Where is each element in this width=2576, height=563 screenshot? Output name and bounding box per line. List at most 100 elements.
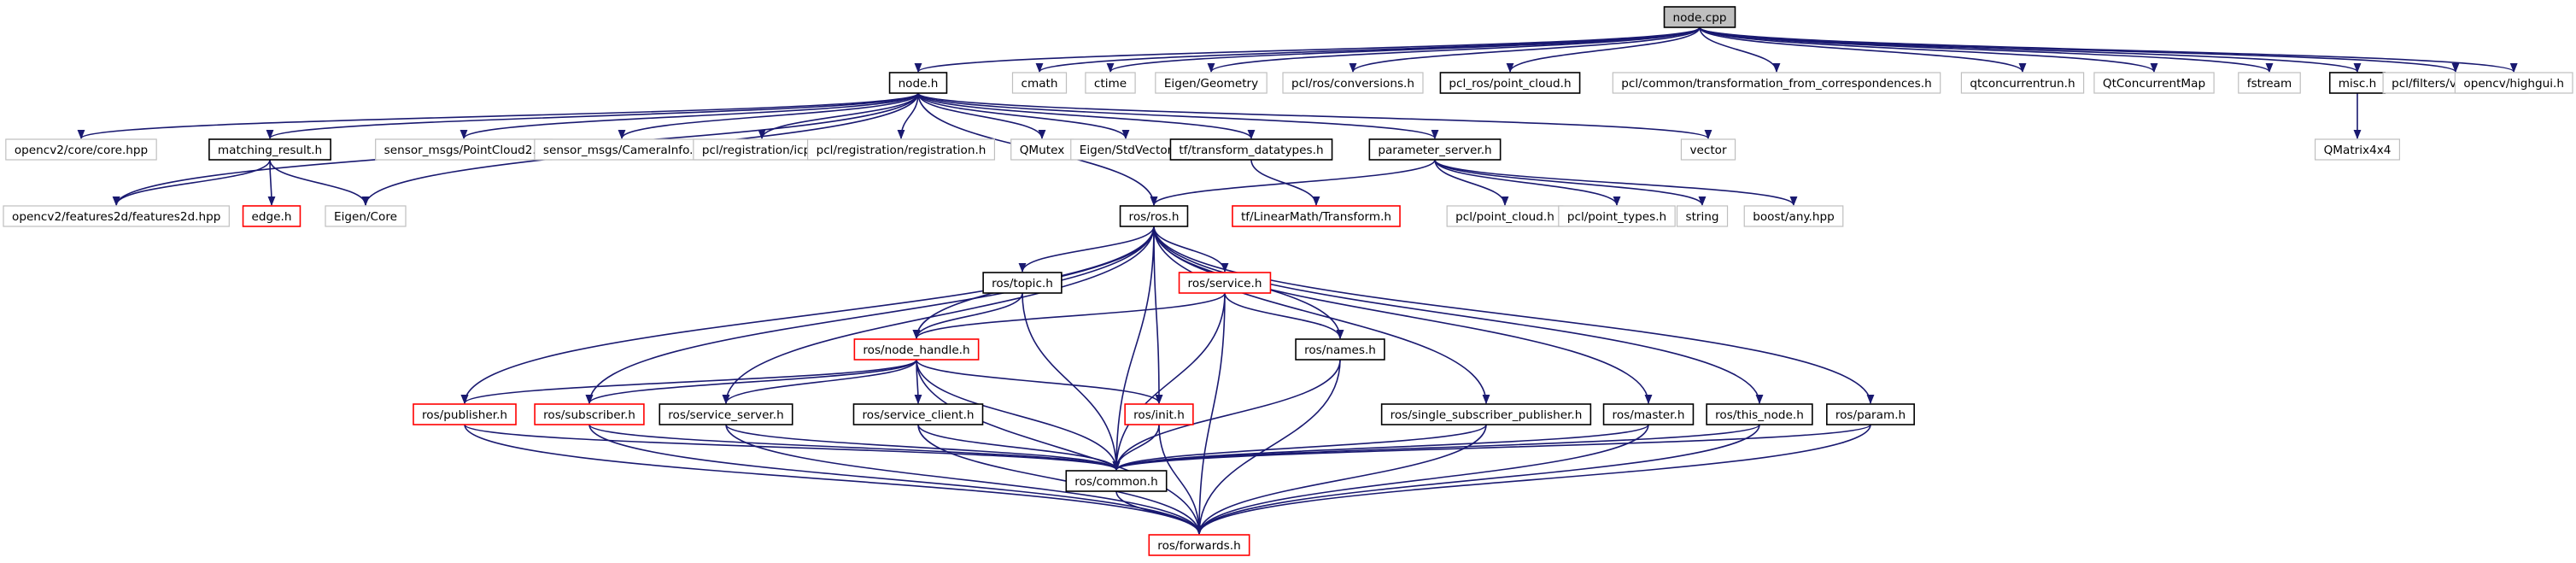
edge-ros-ros-to-ros-topic — [1018, 226, 1155, 273]
node-label: sensor_msgs/PointCloud2.h — [384, 144, 544, 157]
node-node-cpp[interactable]: node.cpp — [1663, 6, 1736, 28]
edge-ros-node-handle-to-ros-service-server — [722, 359, 917, 405]
node-box — [1119, 205, 1189, 227]
node-label: ros/this_node.h — [1715, 408, 1804, 422]
edge-parameter-server-to-ros-ros — [1150, 159, 1436, 207]
node-eigen-stdvector[interactable]: Eigen/StdVector — [1070, 138, 1181, 161]
node-label: opencv2/features2d/features2d.hpp — [12, 210, 220, 224]
edge-parameter-server-to-pcl-point-types — [1434, 159, 1621, 207]
node-box — [982, 272, 1063, 294]
edge-node-cpp-to-cmath — [1035, 26, 1701, 73]
edge-node-h-to-pcl-registration — [897, 92, 919, 140]
node-ros-names[interactable]: ros/names.h — [1295, 338, 1385, 361]
edge-ros-ros-to-ros-common — [1112, 226, 1155, 472]
node-sensor-pc2[interactable]: sensor_msgs/PointCloud2.h — [375, 138, 553, 161]
node-ros-common[interactable]: ros/common.h — [1065, 470, 1168, 492]
node-ros-ssp[interactable]: ros/single_subscriber_publisher.h — [1380, 403, 1592, 425]
node-box — [208, 138, 331, 161]
edge-ros-ros-to-ros-service — [1153, 226, 1229, 273]
node-pcl-common-tfc[interactable]: pcl/common/transformation_from_correspon… — [1612, 72, 1941, 94]
edge-ros-ssp-to-ros-forwards — [1195, 424, 1487, 536]
edge-ros-publisher-to-ros-forwards — [464, 424, 1203, 536]
edge-ros-ros-to-ros-service-server — [722, 226, 1155, 405]
node-cmath[interactable]: cmath — [1011, 72, 1068, 94]
node-qtconcurrentmap[interactable]: QtConcurrentMap — [2093, 72, 2215, 94]
node-misc-h[interactable]: misc.h — [2328, 72, 2386, 94]
node-sensor-caminfo[interactable]: sensor_msgs/CameraInfo.h — [534, 138, 710, 161]
node-pcl-ros-conversions[interactable]: pcl/ros/conversions.h — [1282, 72, 1424, 94]
node-edge-h[interactable]: edge.h — [242, 205, 302, 227]
node-box — [1676, 205, 1729, 227]
node-label: pcl/point_types.h — [1567, 210, 1666, 224]
node-label: tf/LinearMath/Transform.h — [1241, 210, 1391, 224]
node-qmatrix4x4[interactable]: QMatrix4x4 — [2314, 138, 2401, 161]
node-pcl-registration[interactable]: pcl/registration/registration.h — [806, 138, 996, 161]
node-label: Eigen/Geometry — [1164, 77, 1258, 91]
node-pcl-ros-point-cloud[interactable]: pcl_ros/point_cloud.h — [1439, 72, 1581, 94]
edge-ros-ros-to-ros-this-node — [1153, 226, 1764, 405]
node-qmutex[interactable]: QMutex — [1010, 138, 1074, 161]
edge-parameter-server-to-pcl-point-cloud — [1434, 159, 1509, 207]
node-label: pcl/registration/registration.h — [817, 144, 986, 157]
edge-ros-master-to-ros-common — [1112, 424, 1649, 472]
node-pcl-point-cloud[interactable]: pcl/point_cloud.h — [1446, 205, 1564, 227]
node-ros-service-server[interactable]: ros/service_server.h — [659, 403, 793, 425]
node-pcl-point-types[interactable]: pcl/point_types.h — [1558, 205, 1676, 227]
edge-parameter-server-to-string — [1434, 159, 1707, 207]
node-opencv2-features2d[interactable]: opencv2/features2d/features2d.hpp — [3, 205, 230, 227]
edge-node-h-to-sensor-caminfo — [618, 92, 919, 140]
node-box — [1612, 72, 1941, 94]
node-ros-forwards[interactable]: ros/forwards.h — [1148, 534, 1250, 556]
node-ros-master[interactable]: ros/master.h — [1602, 403, 1695, 425]
node-label: ros/common.h — [1074, 475, 1157, 489]
edge-ros-service-to-ros-common — [1112, 292, 1226, 472]
node-string[interactable]: string — [1676, 205, 1729, 227]
node-label: Eigen/StdVector — [1080, 144, 1173, 157]
node-ros-init[interactable]: ros/init.h — [1124, 403, 1194, 425]
edge-node-cpp-to-pcl-ros-point-cloud — [1506, 26, 1701, 73]
node-ros-param[interactable]: ros/param.h — [1826, 403, 1915, 425]
node-ros-topic[interactable]: ros/topic.h — [982, 272, 1063, 294]
node-label: ros/node_handle.h — [863, 343, 969, 357]
node-node-h[interactable]: node.h — [888, 72, 948, 94]
edge-ros-ros-to-ros-init — [1153, 226, 1163, 405]
node-ros-service-client[interactable]: ros/service_client.h — [852, 403, 984, 425]
node-vector[interactable]: vector — [1680, 138, 1736, 161]
node-box — [853, 338, 980, 361]
node-label: cmath — [1022, 77, 1058, 91]
node-ros-node-handle[interactable]: ros/node_handle.h — [853, 338, 980, 361]
node-ctime[interactable]: ctime — [1085, 72, 1136, 94]
node-ros-this-node[interactable]: ros/this_node.h — [1706, 403, 1813, 425]
edge-ros-node-handle-to-ros-publisher — [460, 359, 917, 405]
node-eigen-core[interactable]: Eigen/Core — [325, 205, 407, 227]
edge-ros-service-server-to-ros-common — [725, 424, 1121, 472]
edge-node-cpp-to-qtconcurrentrun — [1699, 26, 2027, 73]
node-eigen-geometry[interactable]: Eigen/Geometry — [1155, 72, 1268, 94]
node-label: vector — [1689, 144, 1727, 157]
node-boost-any[interactable]: boost/any.hpp — [1743, 205, 1844, 227]
node-opencv2-core[interactable]: opencv2/core/core.hpp — [5, 138, 157, 161]
node-ros-service[interactable]: ros/service.h — [1178, 272, 1272, 294]
node-opencv-highgui[interactable]: opencv/highgui.h — [2454, 72, 2573, 94]
node-ros-subscriber[interactable]: ros/subscriber.h — [534, 403, 645, 425]
node-fstream[interactable]: fstream — [2238, 72, 2301, 94]
edge-ros-ros-to-ros-publisher — [460, 226, 1155, 405]
node-qtconcurrentrun[interactable]: qtconcurrentrun.h — [1960, 72, 2085, 94]
node-label: ros/topic.h — [992, 277, 1053, 290]
node-tf-transform-datatypes[interactable]: tf/transform_datatypes.h — [1169, 138, 1333, 161]
edge-parameter-server-to-boost-any — [1434, 159, 1798, 207]
node-parameter-server[interactable]: parameter_server.h — [1368, 138, 1502, 161]
node-ros-ros[interactable]: ros/ros.h — [1119, 205, 1189, 227]
node-tf-linearmath[interactable]: tf/LinearMath/Transform.h — [1232, 205, 1401, 227]
node-ros-publisher[interactable]: ros/publisher.h — [413, 403, 517, 425]
edge-matching-result-to-opencv2-features2d — [112, 159, 271, 207]
node-box — [534, 138, 710, 161]
edge-node-cpp-to-opencv-highgui — [1699, 26, 2518, 73]
node-matching-result[interactable]: matching_result.h — [208, 138, 331, 161]
edge-matching-result-to-edge-h — [267, 159, 276, 207]
node-label: pcl/registration/icp.h — [702, 144, 822, 157]
node-box — [1706, 403, 1813, 425]
edge-node-h-to-tf-transform-datatypes — [917, 92, 1256, 140]
node-label: ros/publisher.h — [422, 408, 507, 422]
